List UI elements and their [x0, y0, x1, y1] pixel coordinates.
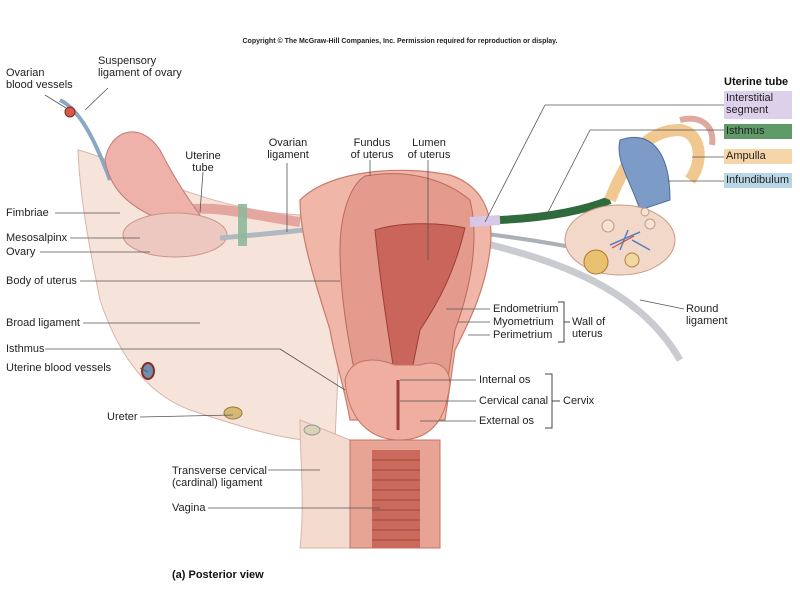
label-uterine-blood-vessels: Uterine blood vessels — [6, 362, 111, 374]
label-external-os: External os — [479, 415, 534, 427]
label-fundus: Fundus of uterus — [343, 137, 401, 161]
label-fimbriae: Fimbriae — [6, 207, 49, 219]
label-round-ligament: Round ligament — [686, 303, 728, 327]
label-ovary: Ovary — [6, 246, 35, 258]
figure-caption: (a) Posterior view — [172, 569, 264, 581]
broad-ligament-shape — [78, 150, 340, 441]
label-cervix: Cervix — [563, 395, 594, 407]
legend-item-interstitial: Interstitial segment — [724, 91, 792, 119]
legend-item-isthmus: Isthmus — [724, 124, 792, 139]
label-body-of-uterus: Body of uterus — [6, 275, 77, 287]
label-uterine-tube: Uterine tube — [176, 150, 230, 174]
label-ovarian-ligament: Ovarian ligament — [258, 137, 318, 161]
infundibulum-segment-shape — [619, 138, 670, 211]
legend-item-ampulla: Ampulla — [724, 149, 792, 164]
label-vagina: Vagina — [172, 502, 205, 514]
legend-item-infundibulum: Infundibulum — [724, 173, 792, 188]
label-myometrium: Myometrium — [493, 316, 554, 328]
label-lumen: Lumen of uterus — [400, 137, 458, 161]
label-mesosalpinx: Mesosalpinx — [6, 232, 67, 244]
legend-title: Uterine tube — [724, 76, 788, 88]
left-ovary-shape — [123, 213, 227, 257]
label-ovarian-blood-vessels: Ovarian blood vessels — [6, 67, 73, 91]
label-suspensory-ligament: Suspensory ligament of ovary — [98, 55, 182, 79]
label-endometrium: Endometrium — [493, 303, 558, 315]
label-isthmus: Isthmus — [6, 343, 45, 355]
label-cervical-canal: Cervical canal — [479, 395, 548, 407]
label-ureter: Ureter — [107, 411, 138, 423]
label-perimetrium: Perimetrium — [493, 329, 552, 341]
cardinal-ligament-shape — [300, 420, 350, 548]
label-broad-ligament: Broad ligament — [6, 317, 80, 329]
label-wall-of-uterus: Wall of uterus — [572, 316, 605, 340]
label-internal-os: Internal os — [479, 374, 530, 386]
copyright-notice: Copyright © The McGraw-Hill Companies, I… — [0, 38, 800, 45]
label-transverse-cervical-ligament: Transverse cervical (cardinal) ligament — [172, 465, 267, 489]
